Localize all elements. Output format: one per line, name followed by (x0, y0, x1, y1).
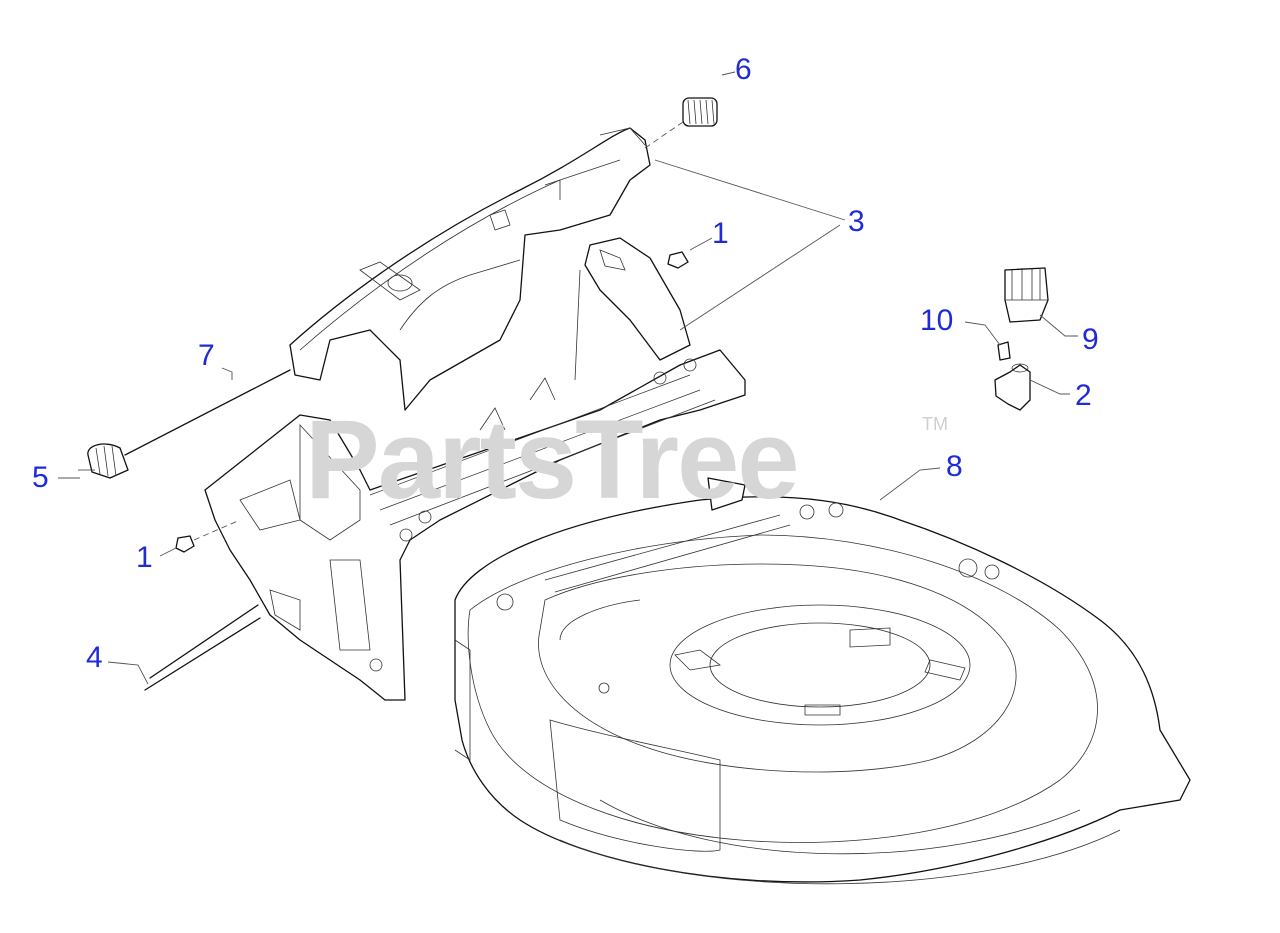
part-3-door (289, 127, 651, 411)
part-10-screw (997, 341, 1011, 361)
callout-1-upper: 1 (712, 217, 729, 250)
callout-4: 4 (86, 641, 103, 674)
callout-2: 2 (1075, 379, 1092, 412)
callout-7: 7 (198, 339, 215, 372)
callout-3: 3 (848, 205, 865, 238)
watermark-trademark: TM (922, 414, 948, 434)
watermark: PartsTree (305, 397, 800, 522)
callout-1-lower: 1 (136, 541, 153, 574)
part-1-nut-lower (175, 519, 241, 553)
callout-8: 8 (946, 450, 963, 483)
callout-9: 9 (1082, 323, 1099, 356)
part-4-bracket (144, 237, 746, 701)
part-6-spring (644, 97, 718, 149)
part-8-deck (454, 496, 1191, 885)
callout-10: 10 (920, 304, 954, 337)
part-1-nut-upper (667, 251, 689, 269)
leader-lines (58, 71, 1078, 685)
part-2-pivot (994, 363, 1031, 411)
part-5-spring (78, 369, 291, 479)
callout-5: 5 (32, 461, 49, 494)
part-9-knob (1004, 267, 1049, 323)
callout-6: 6 (735, 53, 752, 86)
